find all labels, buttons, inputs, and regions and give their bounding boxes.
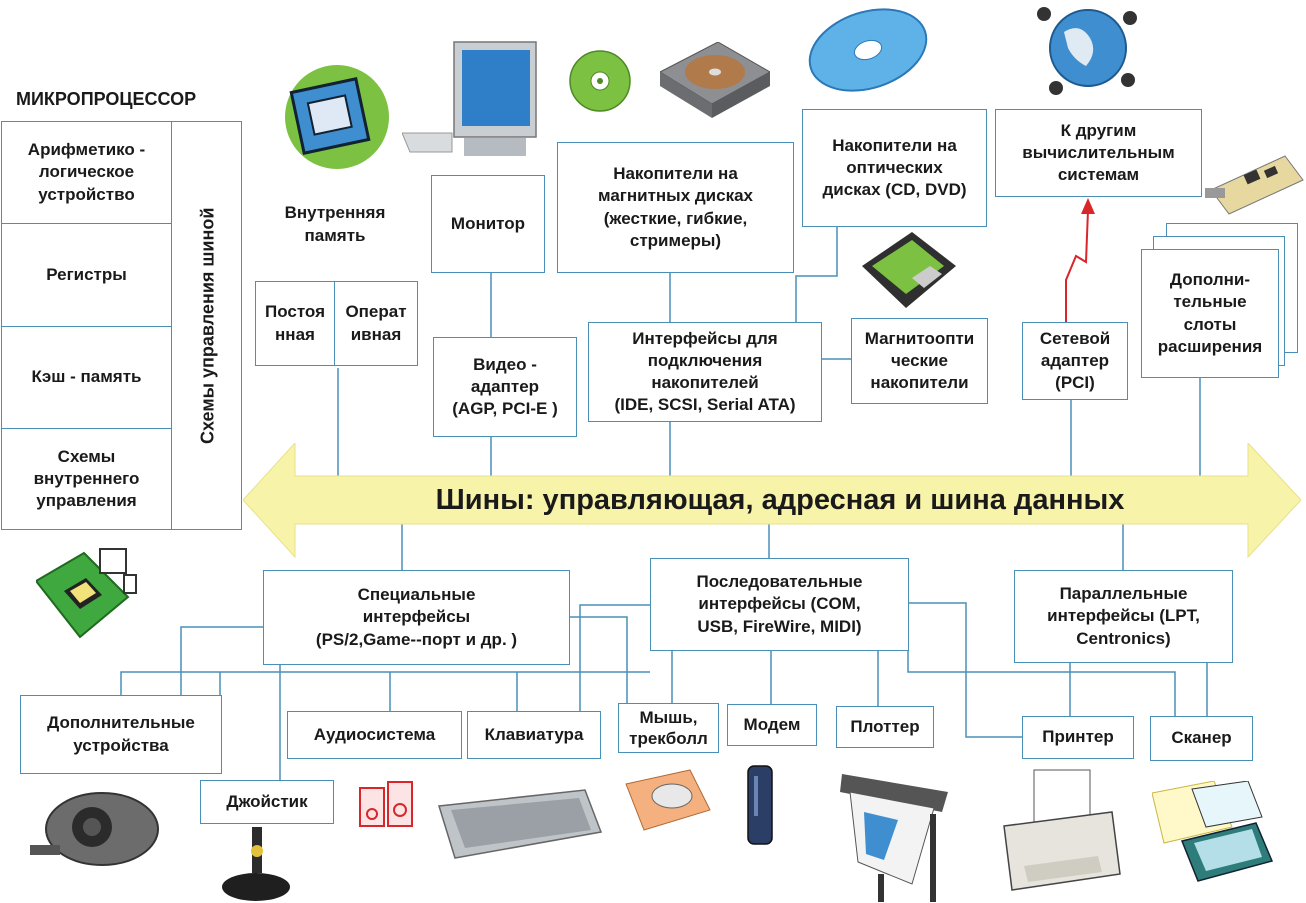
monitor-icon [402, 41, 537, 156]
scanner-icon [1152, 781, 1274, 882]
plotter-icon [840, 774, 948, 902]
hard-disk-icon [660, 42, 770, 118]
bus-control-label: Схемы управления шиной [197, 207, 218, 444]
mouse-pad-icon [625, 769, 711, 831]
bus-label: Шины: управляющая, адресная и шина данны… [435, 484, 1125, 516]
keyboard-icon [438, 789, 603, 859]
system-bus-arrow [243, 443, 1301, 558]
globe-network-icon [1037, 7, 1137, 95]
alu-box: Арифметико - логическое устройство [1, 121, 172, 223]
magneto-optical-box: Магнитоопти ческие накопители [851, 318, 988, 404]
modem-icon [747, 765, 773, 845]
webcam-icon [30, 792, 159, 866]
additional-devices-box: Дополнительные устройства [20, 695, 222, 774]
memory-title: Внутренняя память [284, 203, 386, 245]
speakers-icon [359, 781, 413, 827]
video-adapter-box: Видео - адаптер (AGP, PCI-E ) [433, 337, 577, 437]
printer-box: Принтер [1022, 716, 1134, 759]
network-adapter-box: Сетевой адаптер (PCI) [1022, 322, 1128, 400]
expansion-slots-box: Дополни- тельные слоты расширения [1141, 249, 1279, 378]
joystick-icon [222, 827, 290, 901]
magnetic-disks-box: Накопители на магнитных дисках (жесткие,… [557, 142, 794, 273]
serial-interfaces-box: Последовательные интерфейсы (COM, USB, F… [650, 558, 909, 651]
mouse-box: Мышь, трекболл [618, 703, 719, 753]
monitor-box: Монитор [431, 175, 545, 273]
keyboard-box: Клавиатура [467, 711, 601, 759]
cpu-title: МИКРОПРОЦЕССОР [16, 89, 197, 109]
other-systems-box: К другим вычислительным системам [995, 109, 1202, 197]
cache-box: Кэш - память [1, 326, 172, 428]
special-interfaces-box: Специальные интерфейсы (PS/2,Game--порт … [263, 570, 570, 665]
memory-chip-icon [285, 65, 389, 169]
rom-box: Постоя нная [255, 281, 335, 366]
cd-disc-icon [569, 50, 631, 112]
joystick-box: Джойстик [200, 780, 334, 824]
registers-box: Регистры [1, 223, 172, 326]
network-card-icon [1205, 155, 1304, 215]
internal-control-box: Схемы внутреннего управления [1, 428, 172, 530]
parallel-interfaces-box: Параллельные интерфейсы (LPT, Centronics… [1014, 570, 1233, 663]
modem-box: Модем [727, 704, 817, 746]
plotter-box: Плоттер [836, 706, 934, 748]
scanner-box: Сканер [1150, 716, 1253, 761]
storage-interfaces-box: Интерфейсы для подключения накопителей (… [588, 322, 822, 422]
audio-box: Аудиосистема [287, 711, 462, 759]
ram-box: Операт ивная [334, 281, 418, 366]
printer-icon [1003, 769, 1121, 891]
floppy-disk-icon [862, 232, 956, 308]
cpu-chip-icon [36, 548, 137, 639]
optical-disks-box: Накопители на оптических дисках (CD, DVD… [802, 109, 987, 227]
optical-disc-icon [808, 8, 928, 92]
